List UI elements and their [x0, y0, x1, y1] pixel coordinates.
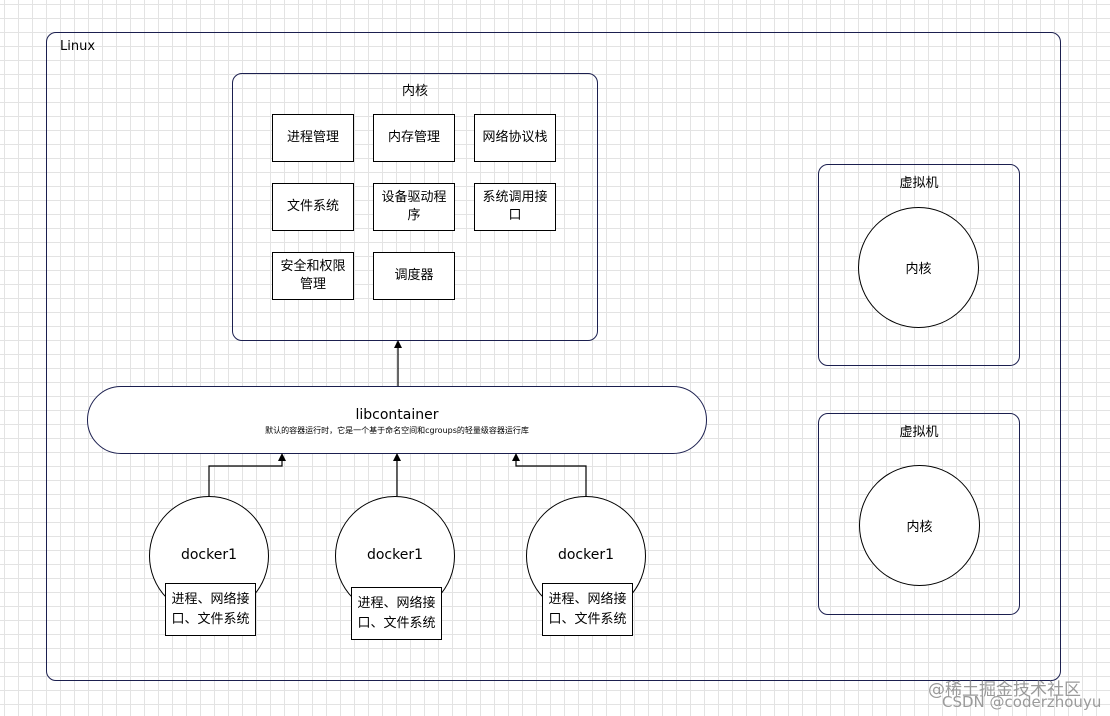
docker-label-3: docker1 — [557, 547, 615, 563]
arrowhead-docker1 — [278, 453, 286, 461]
linux-label: Linux — [60, 39, 96, 54]
vm-title-1: 虚拟机 — [899, 176, 939, 191]
arrowhead-docker2 — [393, 453, 401, 461]
security-permission-box: 安全和权限管理 — [272, 252, 354, 300]
docker-label-2: docker1 — [366, 547, 424, 563]
arrowhead-docker3 — [512, 453, 520, 461]
libcontainer-title: libcontainer — [355, 407, 439, 423]
kernel-title: 内核 — [401, 84, 428, 99]
device-driver-box: 设备驱动程序 — [373, 183, 455, 231]
kernel-frame — [232, 73, 598, 341]
vm-frame-2 — [818, 413, 1020, 615]
libcontainer-description: 默认的容器运行时，它是一个基于命名空间和cgroups的轻量级容器运行库 — [265, 426, 529, 435]
arrow-docker1-to-libcontainer — [208, 458, 283, 497]
docker-resources-1: 进程、网络接口、文件系统 — [165, 583, 256, 636]
watermark-juejin: @稀土掘金技术社区 — [928, 680, 1081, 700]
watermark-csdn: CSDN @coderzhouyu — [942, 693, 1102, 711]
vm-kernel-circle-2: 内核 — [859, 465, 980, 586]
file-system-box: 文件系统 — [272, 183, 354, 231]
syscall-interface-box: 系统调用接口 — [474, 183, 556, 231]
arrowhead-kernel — [394, 340, 402, 348]
docker-resources-3: 进程、网络接口、文件系统 — [542, 583, 633, 636]
libcontainer-pill — [87, 386, 707, 454]
docker-label-1: docker1 — [180, 547, 238, 563]
docker-resources-2: 进程、网络接口、文件系统 — [351, 587, 442, 640]
vm-kernel-circle-1: 内核 — [858, 207, 979, 328]
process-management-box: 进程管理 — [272, 114, 354, 162]
vm-frame-1 — [818, 164, 1020, 366]
linux-frame — [46, 32, 1061, 681]
network-stack-box: 网络协议栈 — [474, 114, 556, 162]
vm-title-2: 虚拟机 — [899, 425, 939, 440]
arrow-docker3-to-libcontainer — [515, 458, 587, 497]
scheduler-box: 调度器 — [373, 252, 455, 300]
memory-management-box: 内存管理 — [373, 114, 455, 162]
